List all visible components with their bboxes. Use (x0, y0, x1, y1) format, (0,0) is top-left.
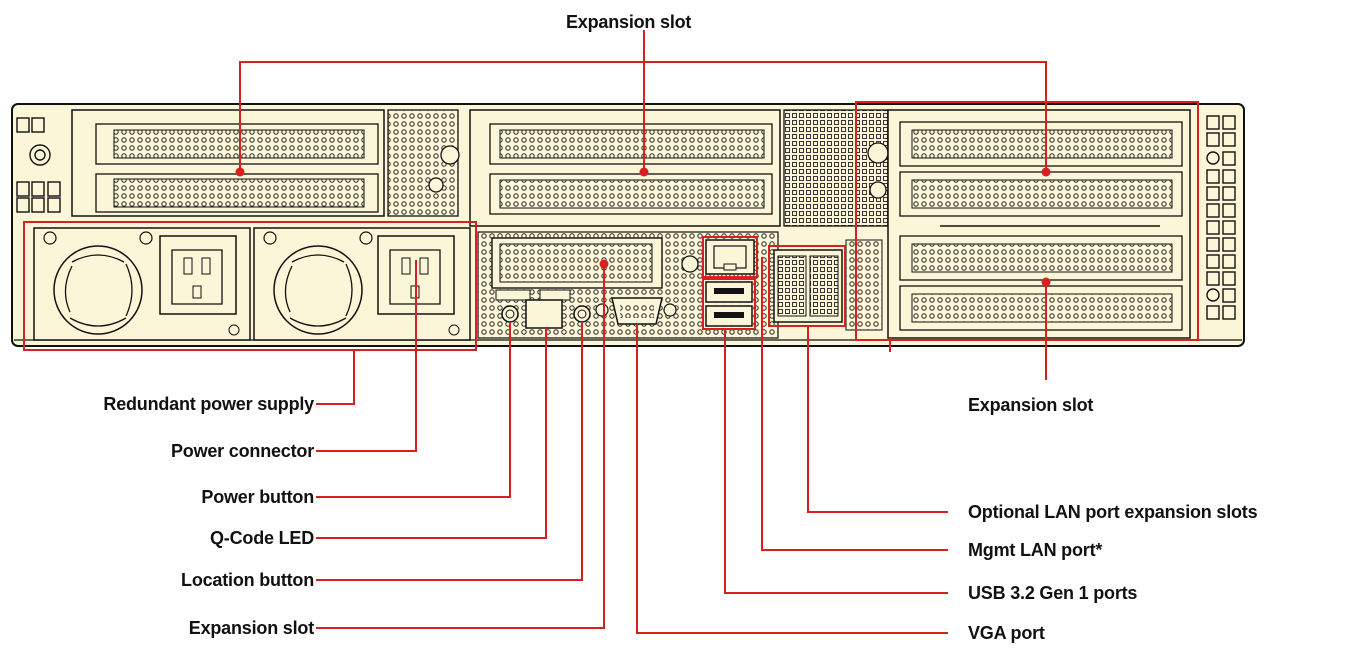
label-power-button: Power button (201, 487, 314, 507)
label-expansion-slot-bottom: Expansion slot (188, 618, 314, 638)
usb-ports (705, 281, 753, 327)
label-expansion-slot-top: Expansion slot (566, 12, 692, 32)
label-optional-lan-port-expansion-slots: Optional LAN port expansion slots (968, 502, 1258, 522)
vga-port (595, 297, 677, 325)
power-button (501, 305, 519, 323)
right-ear-vents (1206, 115, 1236, 320)
callout-dots (235, 167, 1051, 287)
label-mgmt-lan-port: Mgmt LAN port* (968, 540, 1103, 560)
right-slot-highlight-box (855, 101, 1199, 341)
usb-highlight-box (702, 278, 756, 330)
location-button (573, 305, 591, 323)
label-vga-port: VGA port (968, 623, 1045, 643)
mgmt-lan-highlight-box (702, 236, 758, 278)
label-q-code-led: Q-Code LED (210, 528, 314, 548)
callout-boxes (23, 101, 1199, 351)
power-supply-2 (253, 227, 471, 341)
label-redundant-power-supply: Redundant power supply (103, 394, 314, 414)
left-ear-vents (16, 117, 61, 213)
label-power-connector: Power connector (170, 441, 314, 461)
expansion-slot-bay-center (469, 109, 889, 227)
q-code-led (525, 299, 563, 329)
label-location-button: Location button (181, 570, 314, 590)
mgmt-lan-port (705, 239, 755, 275)
callout-leaders (239, 30, 1047, 634)
label-usb-ports: USB 3.2 Gen 1 ports (968, 583, 1138, 603)
optional-lan-expansion-slots (773, 239, 883, 331)
power-supply-1 (33, 227, 251, 341)
label-expansion-slot-right: Expansion slot (968, 395, 1094, 415)
expansion-slot-bay-right (887, 109, 1191, 339)
psu-highlight-box (23, 221, 477, 351)
expansion-slot-bay-left (71, 109, 460, 217)
